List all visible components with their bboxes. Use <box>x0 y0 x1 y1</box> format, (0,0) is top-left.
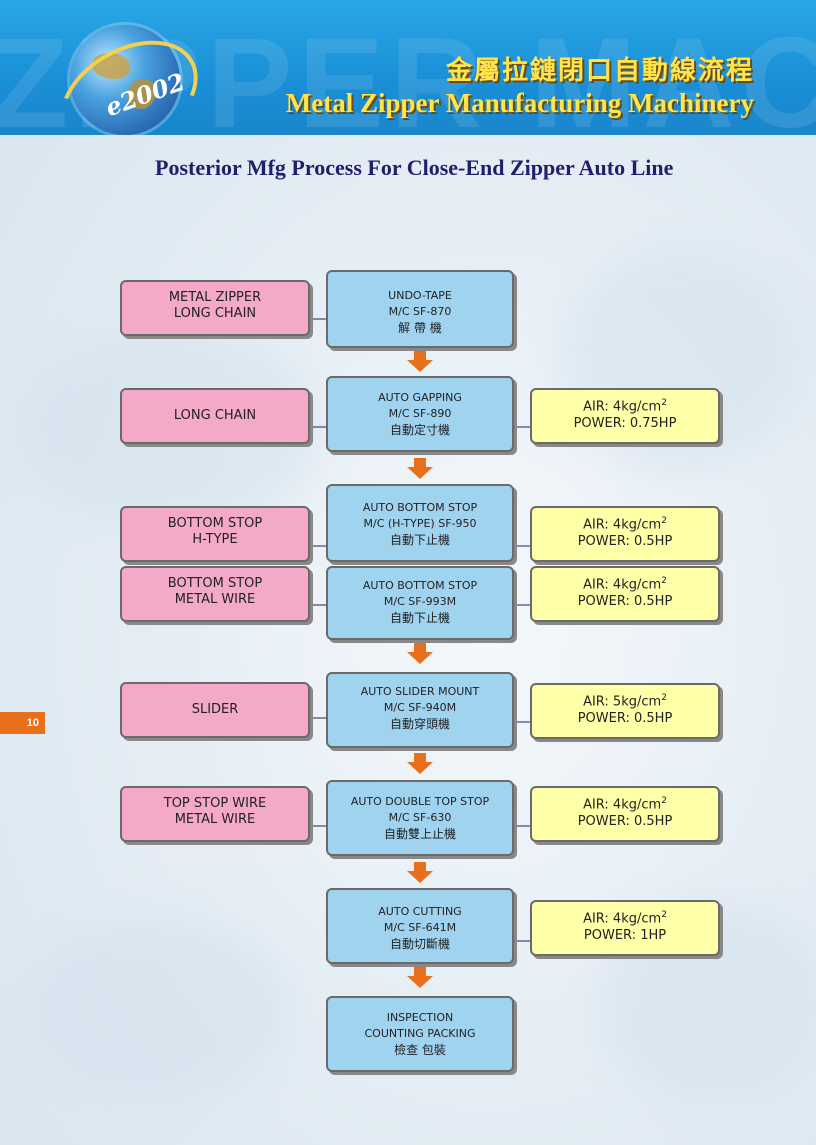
superscript: 2 <box>661 516 667 526</box>
air-pressure: AIR: 4kg/cm2 <box>583 910 667 927</box>
machine-model: M/C (H-TYPE) SF-950 <box>363 516 477 530</box>
air-pressure: AIR: 4kg/cm2 <box>583 796 667 813</box>
power-rating: POWER: 0.5HP <box>577 813 673 829</box>
material-line: METAL WIRE <box>174 812 256 828</box>
machine-name: AUTO GAPPING <box>378 391 462 404</box>
machine-model: M/C SF-870 <box>388 304 452 318</box>
process-step: COUNTING PACKING <box>364 1026 476 1040</box>
machine-name-chinese: 自動穿頭機 <box>389 716 450 731</box>
header-title-chinese: 金屬拉鏈閉口自動線流程 <box>445 56 754 86</box>
machine-name: UNDO-TAPE <box>388 289 452 302</box>
material-line: LONG CHAIN <box>173 306 257 322</box>
air-pressure: AIR: 5kg/cm2 <box>583 693 667 710</box>
machine-box: AUTO BOTTOM STOP M/C SF-993M 自動下止機 <box>326 566 514 640</box>
page-header: ZIPPER MACHINE e2002 金屬拉鏈閉口自動線流程 Metal Z… <box>0 0 816 135</box>
spec-box: AIR: 4kg/cm2 POWER: 0.5HP <box>530 786 720 842</box>
down-arrow <box>407 862 433 883</box>
machine-name-chinese: 解 帶 機 <box>398 320 442 335</box>
material-box: SLIDER <box>120 682 310 738</box>
superscript: 2 <box>661 398 667 408</box>
down-arrow <box>407 967 433 988</box>
machine-box: AUTO SLIDER MOUNT M/C SF-940M 自動穿頭機 <box>326 672 514 748</box>
machine-model: M/C SF-890 <box>388 406 452 420</box>
air-pressure: AIR: 4kg/cm2 <box>583 576 667 593</box>
material-box: BOTTOM STOP H-TYPE <box>120 506 310 562</box>
material-line: SLIDER <box>191 702 239 717</box>
machine-box: INSPECTION COUNTING PACKING 檢查 包裝 <box>326 996 514 1072</box>
spec-box: AIR: 4kg/cm2 POWER: 0.75HP <box>530 388 720 444</box>
down-arrow <box>407 753 433 774</box>
machine-box: AUTO CUTTING M/C SF-641M 自動切斷機 <box>326 888 514 964</box>
machine-name-chinese: 自動下止機 <box>389 532 450 547</box>
spec-box: AIR: 4kg/cm2 POWER: 0.5HP <box>530 506 720 562</box>
machine-box: UNDO-TAPE M/C SF-870 解 帶 機 <box>326 270 514 348</box>
down-arrow <box>407 643 433 664</box>
material-line: BOTTOM STOP <box>167 576 263 591</box>
material-line: BOTTOM STOP <box>167 516 263 531</box>
machine-model: M/C SF-993M <box>383 594 457 608</box>
header-title-english: Metal Zipper Manufacturing Machinery <box>285 88 754 118</box>
power-rating: POWER: 0.5HP <box>577 533 673 549</box>
machine-model: M/C SF-940M <box>383 700 457 714</box>
material-line: METAL WIRE <box>174 592 256 608</box>
air-pressure: AIR: 4kg/cm2 <box>583 516 667 533</box>
machine-name: AUTO SLIDER MOUNT <box>360 685 480 698</box>
material-line: METAL ZIPPER <box>168 290 262 305</box>
machine-name-chinese: 自動切斷機 <box>389 936 450 951</box>
power-rating: POWER: 1HP <box>583 927 667 943</box>
material-line: LONG CHAIN <box>173 408 257 423</box>
spec-box: AIR: 4kg/cm2 POWER: 1HP <box>530 900 720 956</box>
superscript: 2 <box>661 576 667 586</box>
machine-model: M/C SF-641M <box>383 920 457 934</box>
page-title: Posterior Mfg Process For Close-End Zipp… <box>155 155 674 180</box>
process-step: INSPECTION <box>386 1011 454 1024</box>
material-line: H-TYPE <box>192 532 238 548</box>
machine-name: AUTO BOTTOM STOP <box>362 501 478 514</box>
machine-name: AUTO CUTTING <box>378 905 462 918</box>
superscript: 2 <box>661 796 667 806</box>
material-line: TOP STOP WIRE <box>163 796 267 811</box>
machine-name: AUTO DOUBLE TOP STOP <box>350 795 490 808</box>
spec-box: AIR: 5kg/cm2 POWER: 0.5HP <box>530 683 720 739</box>
machine-name-chinese: 自動下止機 <box>389 610 450 625</box>
machine-name-chinese: 自動定寸機 <box>389 422 450 437</box>
machine-box: AUTO GAPPING M/C SF-890 自動定寸機 <box>326 376 514 452</box>
superscript: 2 <box>661 693 667 703</box>
power-rating: POWER: 0.5HP <box>577 593 673 609</box>
power-rating: POWER: 0.75HP <box>573 415 677 431</box>
machine-model: M/C SF-630 <box>388 810 452 824</box>
power-rating: POWER: 0.5HP <box>577 710 673 726</box>
machine-box: AUTO BOTTOM STOP M/C (H-TYPE) SF-950 自動下… <box>326 484 514 562</box>
globe-logo <box>70 25 180 135</box>
machine-name: AUTO BOTTOM STOP <box>362 579 478 592</box>
page-number: 10 <box>0 712 45 734</box>
material-box: TOP STOP WIRE METAL WIRE <box>120 786 310 842</box>
down-arrow <box>407 458 433 479</box>
down-arrow <box>407 351 433 372</box>
material-box: METAL ZIPPER LONG CHAIN <box>120 280 310 336</box>
machine-box: AUTO DOUBLE TOP STOP M/C SF-630 自動雙上止機 <box>326 780 514 856</box>
spec-box: AIR: 4kg/cm2 POWER: 0.5HP <box>530 566 720 622</box>
superscript: 2 <box>661 910 667 920</box>
air-pressure: AIR: 4kg/cm2 <box>583 398 667 415</box>
globe-land <box>92 53 130 79</box>
process-step-chinese: 檢查 包裝 <box>394 1042 446 1057</box>
material-box: LONG CHAIN <box>120 388 310 444</box>
machine-name-chinese: 自動雙上止機 <box>383 826 456 841</box>
material-box: BOTTOM STOP METAL WIRE <box>120 566 310 622</box>
